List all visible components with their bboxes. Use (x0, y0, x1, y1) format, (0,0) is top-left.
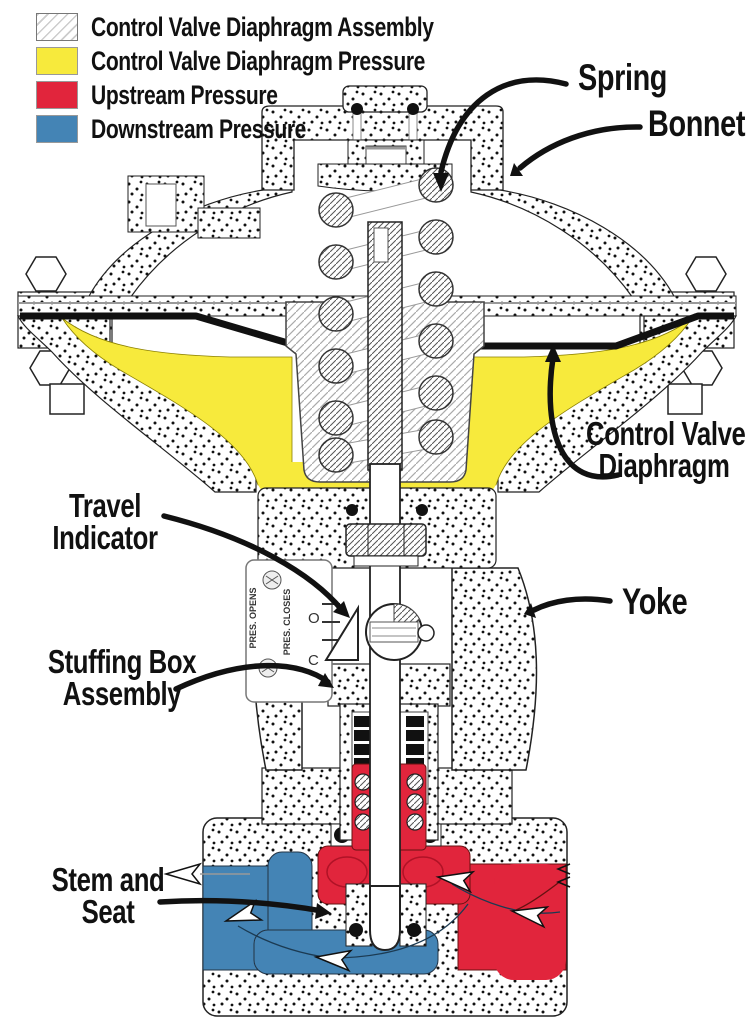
flow-arrow-inlet-icon (435, 870, 476, 894)
cap-boss (342, 85, 428, 113)
legend-item-downstream: Downstream Pressure (36, 114, 367, 144)
indicator-pointer (324, 604, 359, 661)
plate-text-opens: PRES. OPENS (248, 587, 258, 648)
legend-label: Upstream Pressure (91, 79, 278, 110)
flow-arrow-inlet-icon (509, 906, 550, 929)
spring-coil (318, 167, 454, 473)
spring-case-cap (261, 105, 504, 191)
label-bonnet: Bonnet (648, 103, 746, 144)
valve-plug-tip (369, 885, 401, 952)
label-control-valve-diaphragm: Control Valve Diaphragm (586, 415, 746, 485)
open-mark: O (308, 610, 320, 627)
label-stuffing-box-assembly: Stuffing Box Assembly (47, 643, 197, 713)
legend-item-upstream: Upstream Pressure (36, 80, 330, 110)
red-swatch-icon (36, 81, 78, 109)
label-yoke: Yoke (622, 581, 688, 622)
wiper-spring-coils (354, 773, 424, 831)
blue-swatch-icon (36, 115, 78, 143)
flow-arrow-icon (313, 949, 354, 973)
flange-bolts (25, 256, 727, 415)
legend-label: Downstream Pressure (91, 113, 306, 144)
valve-stem (345, 221, 427, 952)
side-fitting (127, 175, 261, 239)
label-spring: Spring (578, 57, 668, 98)
label-arrows (157, 77, 643, 919)
flow-arrow-outlet-icon (163, 862, 203, 886)
legend-label: Control Valve Diaphragm Pressure (91, 45, 425, 76)
legend-item-diaphragm-assembly: Control Valve Diaphragm Assembly (36, 12, 530, 42)
diaphragm-pressure-region (61, 317, 693, 492)
flow-arrow-icon (223, 899, 264, 922)
label-stem-and-seat: Stem and Seat (51, 861, 165, 931)
hatch-swatch-icon (36, 13, 78, 41)
label-travel-indicator: Travel Indicator (52, 487, 158, 557)
legend-label: Control Valve Diaphragm Assembly (91, 11, 434, 42)
yellow-swatch-icon (36, 47, 78, 75)
plate-text-closes: PRES. CLOSES (282, 589, 292, 656)
legend-item-diaphragm-pressure: Control Valve Diaphragm Pressure (36, 46, 519, 76)
flow-arrows (163, 862, 571, 973)
closed-mark: C (308, 652, 319, 669)
stem-nut (345, 523, 427, 557)
